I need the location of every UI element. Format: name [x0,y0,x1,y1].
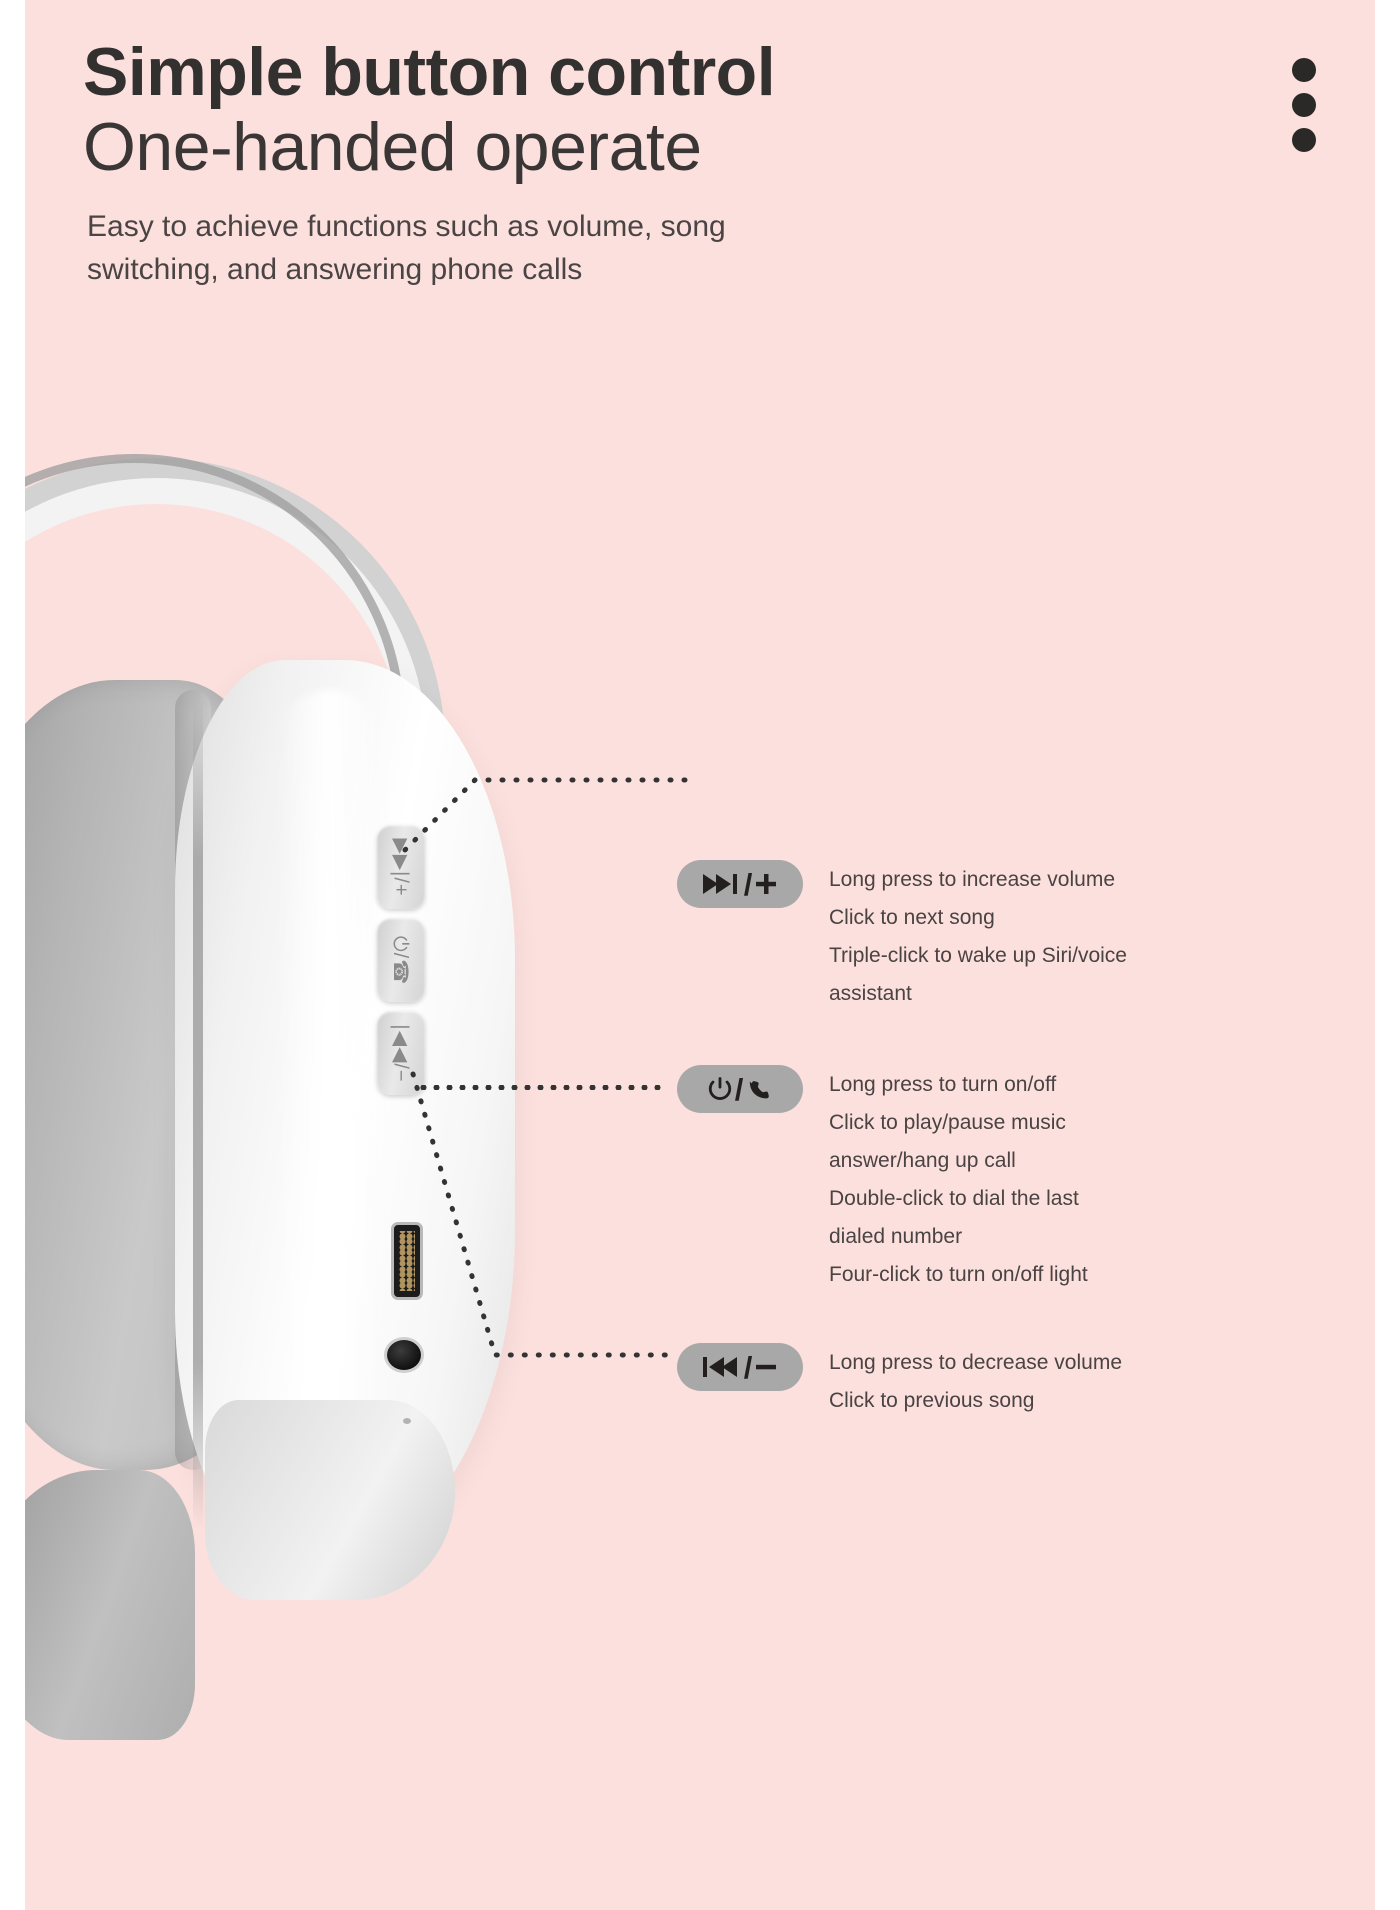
earcup-lower-lip [205,1400,455,1600]
callout-line: Long press to increase volume [829,868,1115,891]
leader-line-power-call [417,1085,662,1090]
callout-power-call-text: Long press to turn on/off Click to play/… [829,1065,1088,1294]
badge-separator-1: / [743,866,753,902]
callout-volume-down: / Long press to decrease volume Click to… [677,1343,1122,1420]
headphone-product-image: ▶▶|/+ ⏻/☎ |◀◀/− [25,440,665,1740]
badge-next-track-plus: / [677,860,803,908]
power-call-button[interactable]: ⏻/☎ [377,918,425,1002]
next-track-plus-icon [702,874,737,894]
leader-line-volume-down [410,1071,680,1358]
earcup-edge-shadow [193,690,203,1530]
power-icon [708,1077,731,1100]
kebab-dot-1 [1292,58,1316,82]
earcup-highlight [275,690,385,1430]
callout-volume-up-text: Long press to increase volume Click to n… [829,860,1127,1013]
callout-volume-up: / Long press to increase volume Click to… [677,860,1127,1013]
phone-icon [750,1081,770,1099]
callout-line: Double-click to dial the last [829,1187,1079,1210]
badge-separator-3: / [743,1349,753,1385]
page-subtitle: Easy to achieve functions such as volume… [87,209,726,287]
callout-power-call: / Long press to turn on/off Click to pla… [677,1065,1088,1294]
callout-line: Click to next song [829,906,995,929]
callout-volume-down-text: Long press to decrease volume Click to p… [829,1343,1122,1420]
volume-down-button[interactable]: |◀◀/− [377,1011,425,1095]
badge-previous-track-minus: / [677,1343,803,1391]
badge-power-phone: / [677,1065,803,1113]
page-title-line-1: Simple button control [83,34,776,110]
callout-line: Triple-click to wake up Siri/voice [829,944,1127,967]
leader-line-volume-up [402,777,688,853]
callout-line: Four-click to turn on/off light [829,1263,1088,1286]
charging-port-pins [399,1231,415,1291]
callout-line: assistant [829,982,912,1005]
callout-line: answer/hang up call [829,1149,1016,1172]
plus-icon [756,874,777,894]
kebab-menu-icon[interactable] [1291,58,1317,152]
badge-separator-2: / [734,1071,744,1107]
promo-panel: Simple button control One-handed operate… [25,0,1375,1910]
callout-line: Click to previous song [829,1389,1035,1412]
kebab-dot-3 [1292,128,1316,152]
callout-line: Click to play/pause music [829,1111,1066,1134]
page-title-line-2: One-handed operate [83,109,702,185]
callout-line: dialed number [829,1225,963,1248]
header-block: Simple button control One-handed operate… [83,38,1233,292]
audio-jack [387,1340,421,1370]
charging-port [391,1222,423,1300]
kebab-dot-2 [1292,93,1316,117]
previous-track-minus-icon [702,1357,737,1377]
power-call-button-glyph: ⏻/☎ [389,935,412,985]
lower-cushion [25,1470,195,1740]
minus-icon [756,1364,777,1370]
callout-line: Long press to turn on/off [829,1073,1057,1096]
status-led [403,1418,411,1424]
callout-line: Long press to decrease volume [829,1351,1123,1374]
